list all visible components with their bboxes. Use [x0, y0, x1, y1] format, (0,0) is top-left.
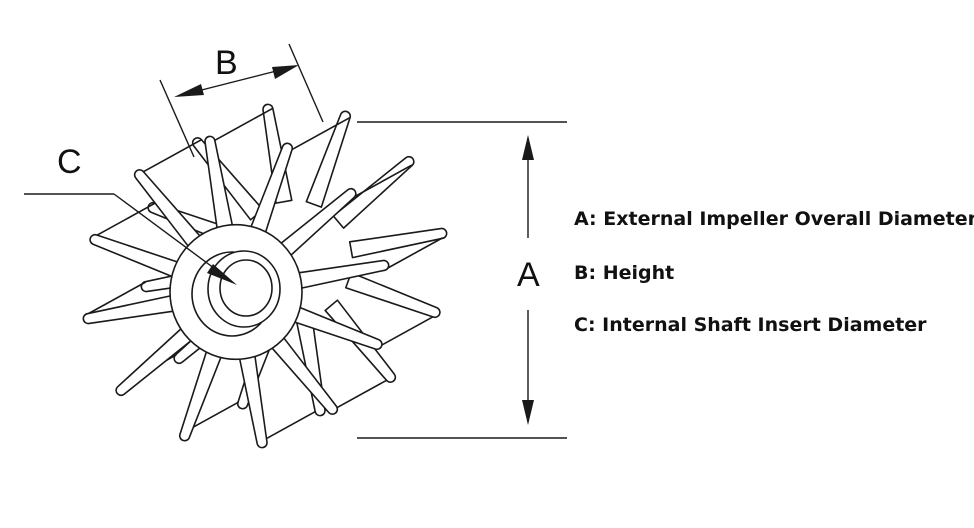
impeller-blade [82, 293, 182, 325]
impeller-blade-edge [213, 107, 273, 142]
dimension-a-arrow-down [522, 400, 534, 425]
dimension-b-arrow-right [272, 65, 299, 79]
impeller-blade-edge [87, 281, 146, 315]
impeller-blade-edge [328, 379, 388, 413]
impeller-back-blade [348, 227, 448, 259]
impeller-blade-edge [291, 117, 350, 151]
dimension-b-extension-right [288, 43, 324, 123]
impeller-blade [204, 135, 235, 236]
impeller-shaft-hole [219, 259, 273, 317]
impeller-blade-edge [353, 164, 413, 198]
impeller-blade [247, 142, 294, 240]
impeller-blade [178, 344, 225, 442]
leader-c [24, 193, 237, 285]
impeller-blade [89, 233, 186, 281]
impeller-hub [169, 223, 303, 361]
impeller-blade [133, 169, 206, 253]
impeller-back-blade [344, 271, 441, 319]
legend-item-b: B: Height [574, 262, 675, 284]
impeller-blades [82, 135, 390, 449]
dimension-b-extension-left [159, 79, 195, 158]
impeller-blade [115, 323, 198, 397]
leader-c-arrow [207, 264, 237, 285]
impeller-blade [290, 259, 390, 291]
label-a: A [517, 256, 540, 294]
leader-c-diagonal [113, 193, 231, 281]
legend-item-a: A: External Impeller Overall Diameter [574, 208, 974, 230]
dimension-b-arrow-left [174, 84, 204, 97]
impeller-blade [286, 303, 383, 351]
impeller-back-blade [305, 110, 352, 208]
dimension-a-arrow-up [522, 135, 534, 160]
impeller-blade-edge [384, 237, 443, 271]
impeller-blade-edge [375, 315, 434, 350]
impeller-blade-edge [96, 202, 155, 237]
impeller-blade [237, 348, 268, 449]
dimension-a [357, 121, 567, 439]
impeller-blade-edge [142, 139, 202, 173]
label-b: B [215, 44, 238, 82]
impeller-back-blade [262, 103, 293, 204]
impeller-blade [274, 187, 357, 261]
impeller-blade-edge [257, 410, 317, 445]
dimension-b [159, 43, 324, 158]
legend-item-c: C: Internal Shaft Insert Diameter [574, 314, 927, 336]
label-c: C [57, 143, 82, 181]
impeller-blade [266, 331, 339, 415]
